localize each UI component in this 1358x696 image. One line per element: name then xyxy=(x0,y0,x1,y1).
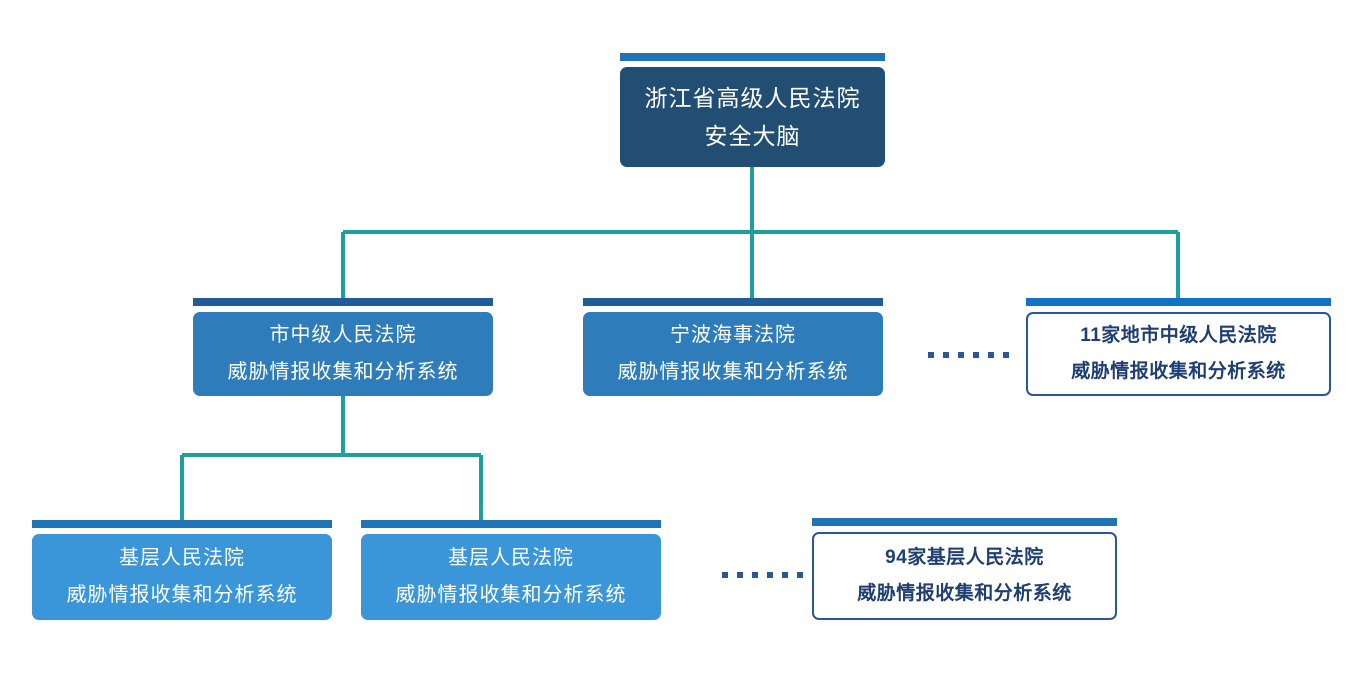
node-level2-1-body: 市中级人民法院 威胁情报收集和分析系统 xyxy=(193,312,493,396)
node-level3-3-line1: 94家基层人民法院 xyxy=(885,547,1044,569)
node-level3-3-line2: 威胁情报收集和分析系统 xyxy=(857,583,1072,604)
ellipsis-dot xyxy=(752,572,758,578)
ellipsis-dot xyxy=(767,572,773,578)
node-level2-2-body: 宁波海事法院 威胁情报收集和分析系统 xyxy=(583,312,883,396)
ellipsis-level2 xyxy=(928,352,1009,358)
node-root[interactable]: 浙江省高级人民法院 安全大脑 xyxy=(620,53,885,167)
node-level2-3-accent-bar xyxy=(1026,298,1331,306)
node-level2-2-line2: 威胁情报收集和分析系统 xyxy=(617,361,849,383)
ellipsis-dot xyxy=(928,352,934,358)
node-level3-2-body: 基层人民法院 威胁情报收集和分析系统 xyxy=(361,534,661,620)
node-level2-3-body: 11家地市中级人民法院 威胁情报收集和分析系统 xyxy=(1026,312,1331,396)
ellipsis-dot xyxy=(988,352,994,358)
ellipsis-dot xyxy=(782,572,788,578)
node-level2-2-line1: 宁波海事法院 xyxy=(670,324,796,346)
node-level3-1-body: 基层人民法院 威胁情报收集和分析系统 xyxy=(32,534,332,620)
node-level3-3-body: 94家基层人民法院 威胁情报收集和分析系统 xyxy=(812,532,1117,620)
ellipsis-dot xyxy=(722,572,728,578)
ellipsis-dot xyxy=(1003,352,1009,358)
node-level3-basic-court-1[interactable]: 基层人民法院 威胁情报收集和分析系统 xyxy=(32,520,332,620)
ellipsis-dot xyxy=(797,572,803,578)
node-level3-2-line1: 基层人民法院 xyxy=(448,547,574,569)
node-level3-2-accent-bar xyxy=(361,520,661,528)
node-root-line2: 安全大脑 xyxy=(704,123,801,149)
node-level3-1-accent-bar xyxy=(32,520,332,528)
node-root-accent-bar xyxy=(620,53,885,61)
node-level2-3-line1: 11家地市中级人民法院 xyxy=(1080,325,1277,347)
node-level3-3-accent-bar xyxy=(812,518,1117,526)
node-level2-eleven-prefecture-courts[interactable]: 11家地市中级人民法院 威胁情报收集和分析系统 xyxy=(1026,298,1331,396)
ellipsis-dot xyxy=(973,352,979,358)
node-root-line1: 浙江省高级人民法院 xyxy=(644,84,861,111)
node-level2-ningbo-maritime-court[interactable]: 宁波海事法院 威胁情报收集和分析系统 xyxy=(583,298,883,396)
node-level2-1-line1: 市中级人民法院 xyxy=(269,324,417,346)
node-level3-basic-court-2[interactable]: 基层人民法院 威胁情报收集和分析系统 xyxy=(361,520,661,620)
node-level3-1-line1: 基层人民法院 xyxy=(119,547,245,569)
ellipsis-dot xyxy=(737,572,743,578)
ellipsis-dot xyxy=(943,352,949,358)
node-level3-1-line2: 威胁情报收集和分析系统 xyxy=(66,584,298,606)
node-level2-3-line2: 威胁情报收集和分析系统 xyxy=(1071,361,1286,382)
node-level2-city-intermediate-court[interactable]: 市中级人民法院 威胁情报收集和分析系统 xyxy=(193,298,493,396)
node-level2-1-accent-bar xyxy=(193,298,493,306)
node-root-body: 浙江省高级人民法院 安全大脑 xyxy=(620,67,885,167)
ellipsis-dot xyxy=(958,352,964,358)
node-level3-2-line2: 威胁情报收集和分析系统 xyxy=(395,584,627,606)
ellipsis-level3 xyxy=(722,572,803,578)
node-level2-2-accent-bar xyxy=(583,298,883,306)
node-level2-1-line2: 威胁情报收集和分析系统 xyxy=(227,361,459,383)
node-level3-ninety-four-basic-courts[interactable]: 94家基层人民法院 威胁情报收集和分析系统 xyxy=(812,518,1117,620)
